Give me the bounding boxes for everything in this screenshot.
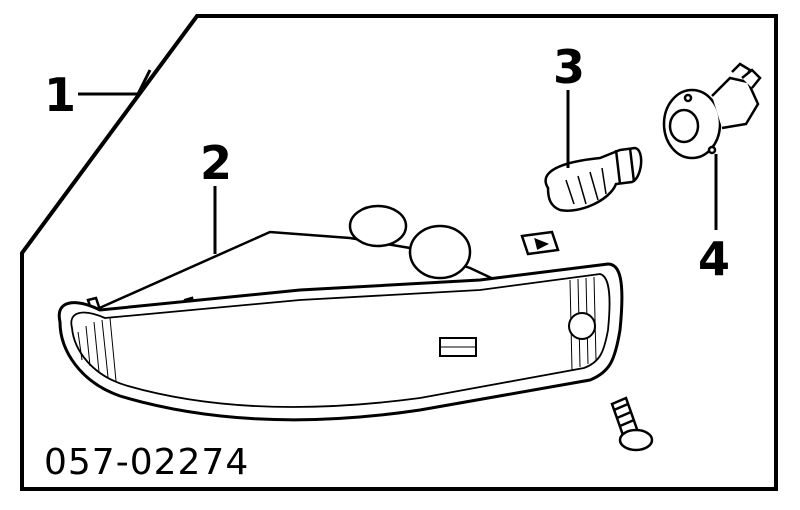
lamp-lens-inner <box>70 273 611 408</box>
bulb-icon <box>544 146 643 212</box>
lens-reflector <box>568 312 596 340</box>
lamp-lens-outer <box>57 262 624 422</box>
leader-line-1 <box>78 69 152 96</box>
callout-2: 2 <box>200 136 233 190</box>
diagram-code: 057-02274 <box>44 442 250 483</box>
screw-icon <box>610 396 654 452</box>
callout-4: 4 <box>698 232 731 286</box>
bulb-socket-icon <box>662 62 762 160</box>
assembly-frame-outline <box>20 14 778 491</box>
clip-icon <box>520 230 560 256</box>
callout-3: 3 <box>553 40 586 94</box>
callout-1: 1 <box>44 68 77 122</box>
